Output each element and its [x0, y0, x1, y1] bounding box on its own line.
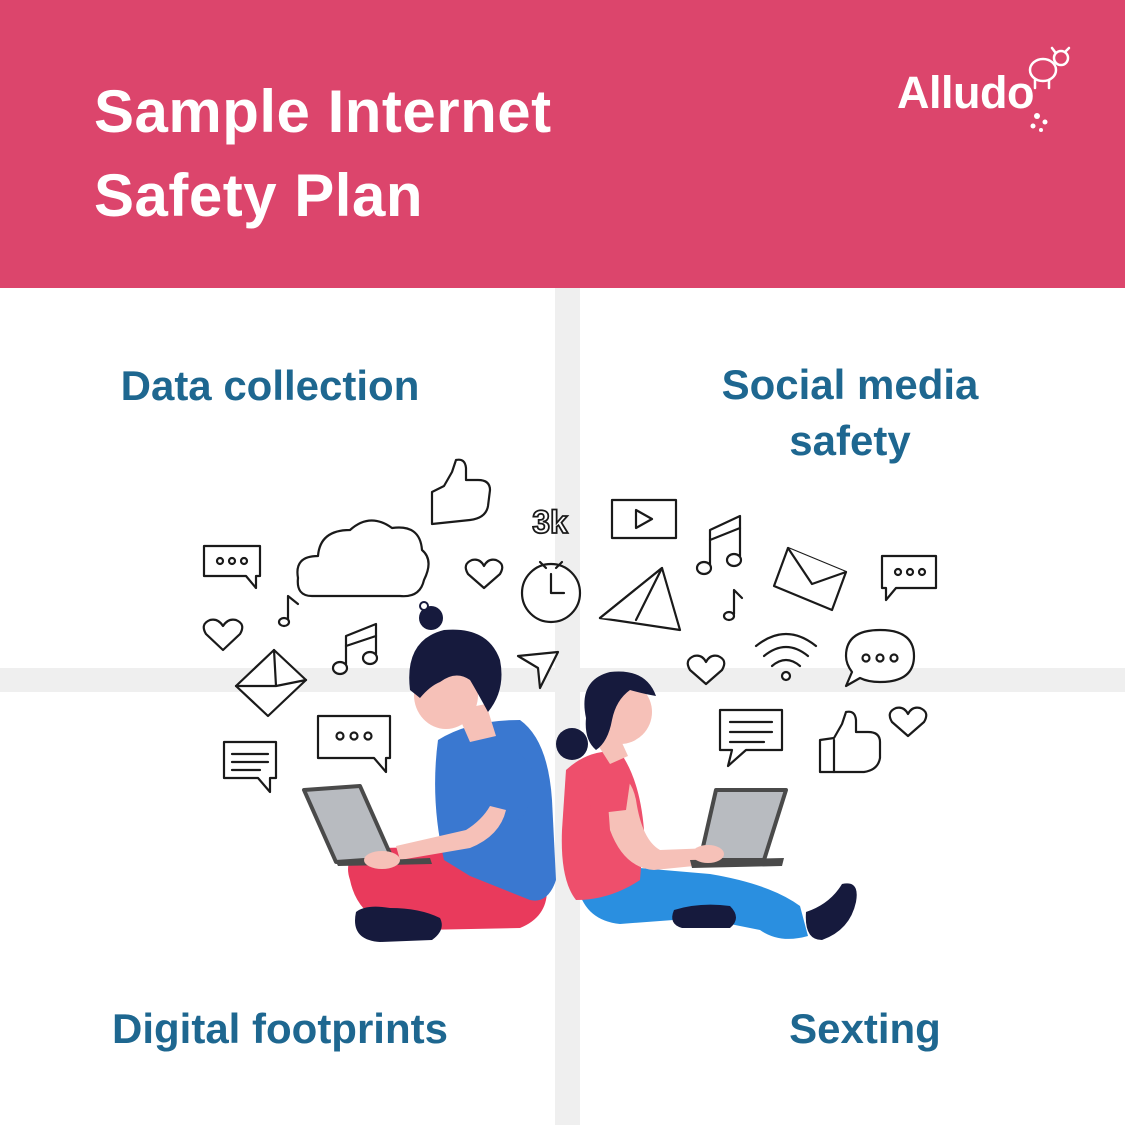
- quadrant-label-social-media-safety: Social media safety: [690, 357, 1010, 469]
- chat-bubble-icon: [844, 628, 916, 688]
- play-button-icon: [610, 498, 678, 540]
- clock-icon: [520, 560, 582, 624]
- alludo-logo: Alludo: [897, 44, 1087, 134]
- message-lines-icon: [222, 740, 278, 794]
- music-note-icon: [277, 594, 300, 628]
- send-arrow-icon: [516, 650, 560, 690]
- heart-icon: [464, 558, 504, 590]
- quadrant-label-data-collection: Data collection: [120, 362, 420, 409]
- chat-bubble-icon: [316, 714, 392, 774]
- music-note-icon: [722, 588, 744, 622]
- likes-count-badge: 3k: [532, 504, 568, 540]
- envelope-icon: [234, 648, 308, 718]
- music-note-icon: [695, 514, 743, 576]
- quadrant-label-digital-footprints: Digital footprints: [112, 1005, 448, 1052]
- page-title: Sample Internet Safety Plan: [94, 70, 552, 238]
- girl-figure: [556, 671, 857, 940]
- chat-bubble-icon: [202, 544, 262, 590]
- cloud-icon: [296, 519, 430, 598]
- music-note-icon: [331, 622, 379, 676]
- social-media-line-2: safety: [789, 417, 911, 464]
- quadrant-label-sexting: Sexting: [789, 1005, 941, 1052]
- envelope-icon: [772, 546, 848, 612]
- thumbs-up-icon: [818, 710, 882, 774]
- chat-bubble-icon: [880, 554, 938, 602]
- kids-with-laptops-illustration: 3k: [202, 458, 938, 942]
- heart-icon: [686, 654, 726, 686]
- boy-figure: [302, 601, 556, 942]
- social-media-line-1: Social media: [721, 361, 979, 408]
- header-banner: Sample Internet Safety Plan Alludo: [0, 0, 1125, 288]
- wifi-icon: [754, 633, 818, 682]
- paper-plane-icon: [598, 566, 682, 632]
- heart-icon: [202, 618, 244, 652]
- heart-icon: [888, 706, 928, 738]
- sheep-mascot-icon: [1028, 46, 1071, 132]
- vertical-divider: [555, 288, 580, 1125]
- message-lines-icon: [718, 708, 784, 768]
- title-line-1: Sample Internet: [94, 78, 552, 145]
- thumbs-up-icon: [430, 458, 492, 526]
- title-line-2: Safety Plan: [94, 162, 423, 229]
- logo-wordmark: Alludo: [897, 67, 1034, 118]
- horizontal-divider: [0, 668, 1125, 692]
